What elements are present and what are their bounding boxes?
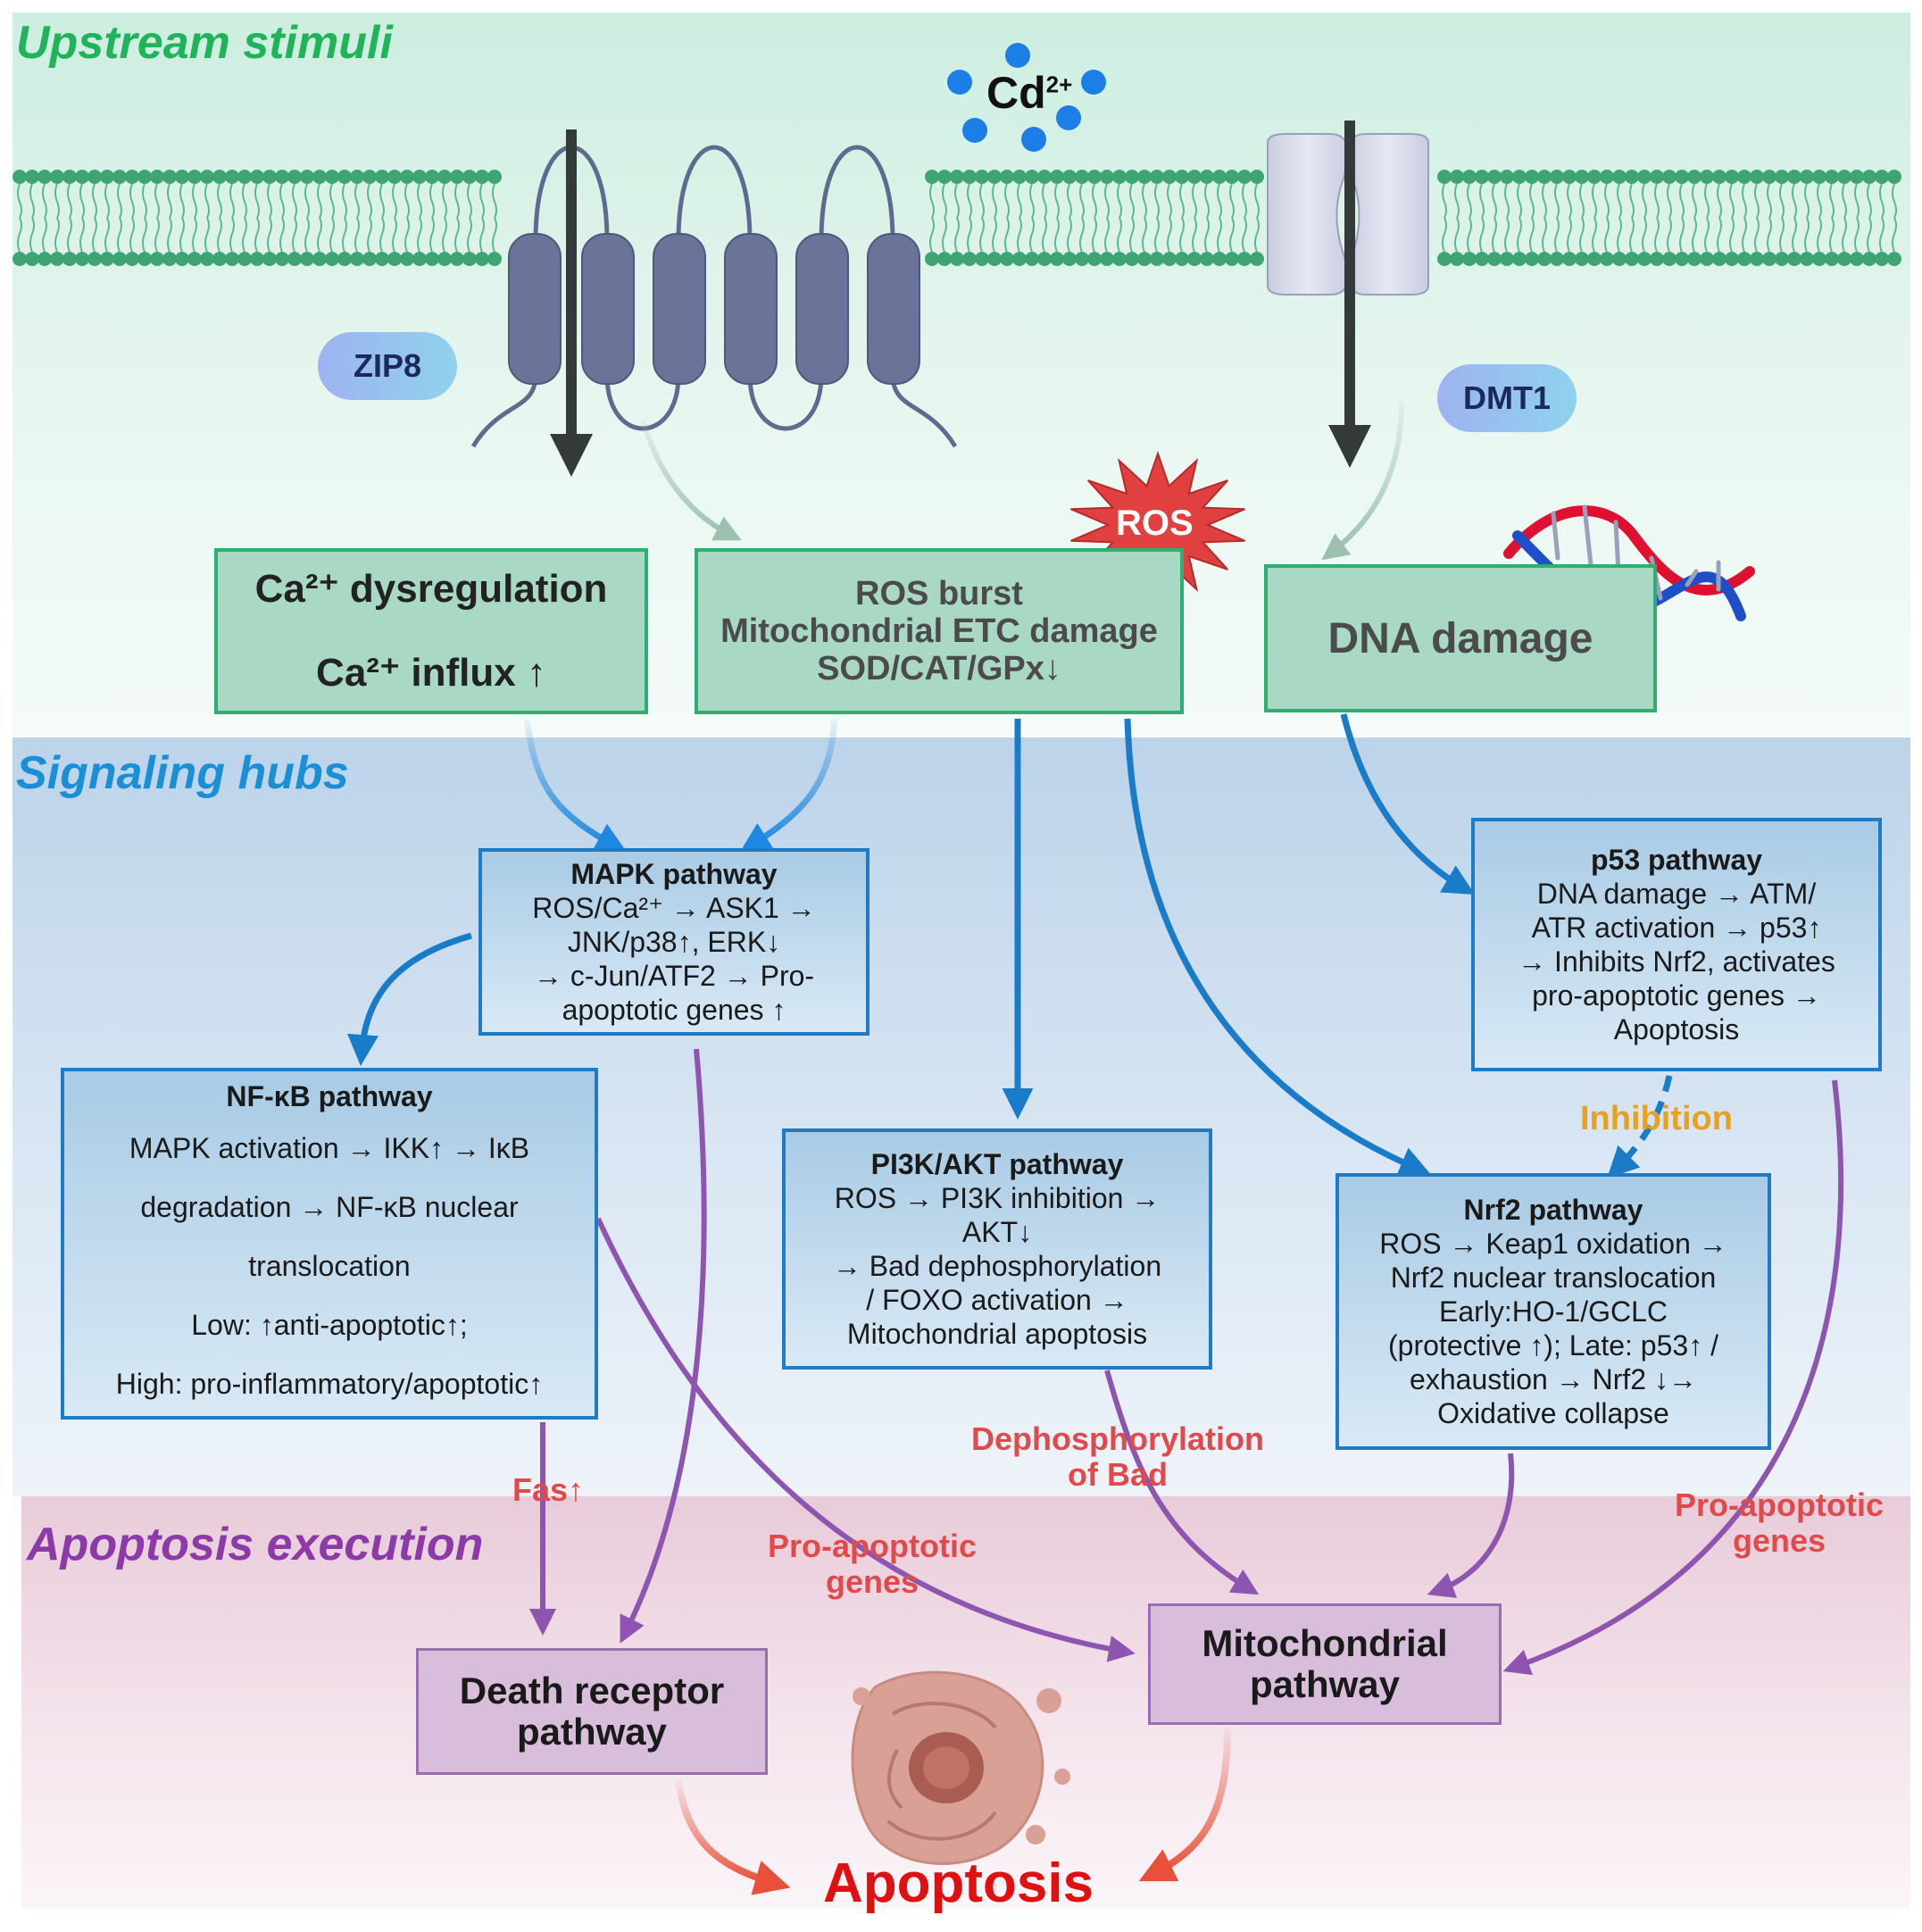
nfkb-pathway-box: NF-κB pathway MAPK activation → IKK↑ → I…: [61, 1068, 598, 1420]
pi3k-to-mitochondrial-arrow: [1104, 1370, 1260, 1595]
pro-apoptotic-genes-label-right: Pro-apoptotic genes: [1675, 1486, 1884, 1559]
mapk-to-nfkb-arrow: [347, 932, 472, 1066]
ros-burst-box: ROS burst Mitochondrial ETC damage SOD/C…: [695, 548, 1184, 714]
nrf2-pathway-box: Nrf2 pathway ROS → Keap1 oxidation → Nrf…: [1335, 1173, 1771, 1450]
dna-damage-box: DNA damage: [1264, 564, 1657, 712]
ros-star-label: ROS: [1116, 504, 1194, 543]
nrf2-to-mitochondrial-arrow: [1427, 1453, 1515, 1598]
zip8-helices: [508, 233, 920, 385]
dmt1-label: DMT1: [1437, 364, 1577, 432]
calcium-to-mapk-arrow: [523, 718, 628, 853]
mitochondrial-pathway-box: Mitochondrial pathway: [1148, 1603, 1502, 1725]
death-receptor-to-apoptosis-arrow: [675, 1780, 791, 1895]
zip8-to-ros-arrow: [640, 419, 742, 541]
execution-title: Apoptosis execution: [27, 1519, 484, 1570]
dmt1-to-dna-arrow: [1321, 401, 1404, 561]
calcium-dysregulation-box: Ca²⁺ dysregulation Ca²⁺ influx ↑: [214, 548, 648, 714]
dephosphorylation-label: Dephosphorylation of Bad: [971, 1420, 1265, 1493]
mapk-to-death-receptor-arrow: [620, 1048, 707, 1644]
pro-apoptotic-genes-label-mid: Pro-apoptotic genes: [768, 1528, 977, 1600]
fas-label: Fas↑: [512, 1471, 585, 1508]
upstream-title: Upstream stimuli: [16, 17, 393, 69]
mitochondrial-to-apoptosis-arrow: [1138, 1727, 1231, 1882]
p53-inhibits-nrf2-arrow: [1607, 1075, 1673, 1178]
cadmium-ions: [947, 43, 1106, 152]
dmt1-channel: [1267, 133, 1429, 296]
mapk-pathway-box: MAPK pathway ROS/Ca²⁺ → ASK1 → JNK/p38↑,…: [478, 848, 869, 1036]
death-receptor-pathway-box: Death receptor pathway: [416, 1648, 768, 1775]
ros-to-mapk-arrow: [739, 718, 838, 854]
p53-to-mitochondrial-arrow: [1502, 1079, 1844, 1676]
zip8-label: ZIP8: [318, 332, 457, 400]
cell-membrane: [12, 170, 1901, 266]
ros-to-nrf2-arrow: [1124, 718, 1431, 1177]
apoptosis-outcome-label: Apoptosis: [823, 1853, 1094, 1914]
p53-pathway-box: p53 pathway DNA damage → ATM/ ATR activa…: [1471, 818, 1882, 1071]
nfkb-to-mitochondrial-arrow: [595, 1217, 1136, 1662]
apoptotic-cell-icon: [851, 1670, 1070, 1865]
cadmium-label: Cd2+: [986, 68, 1073, 118]
inhibition-label: Inhibition: [1580, 1100, 1733, 1137]
dna-to-p53-arrow: [1340, 713, 1476, 895]
signaling-title: Signaling hubs: [16, 747, 349, 799]
pi3k-akt-pathway-box: PI3K/AKT pathway ROS → PI3K inhibition →…: [782, 1128, 1212, 1370]
